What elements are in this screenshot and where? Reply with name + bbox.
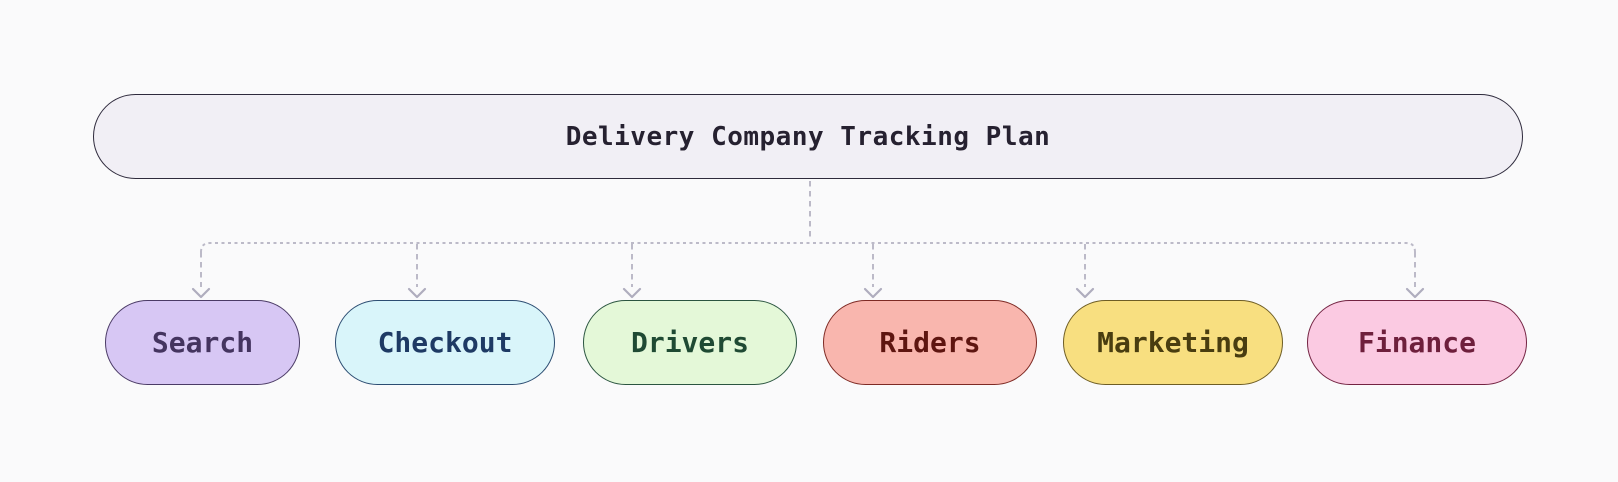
node-marketing-label: Marketing [1097,326,1249,359]
node-finance: Finance [1307,300,1527,385]
node-search: Search [105,300,300,385]
arrowhead-down-finance-icon [1405,287,1425,299]
node-riders-label: Riders [879,326,981,359]
node-checkout: Checkout [335,300,555,385]
arrowhead-down-riders-icon [863,287,883,299]
root-node: Delivery Company Tracking Plan [93,94,1523,179]
arrowhead-down-checkout-icon [407,287,427,299]
node-checkout-label: Checkout [377,326,513,359]
node-drivers: Drivers [583,300,797,385]
node-riders: Riders [823,300,1037,385]
node-drivers-label: Drivers [630,326,749,359]
arrowhead-down-search-icon [191,287,211,299]
node-finance-label: Finance [1357,326,1476,359]
arrowhead-down-drivers-icon [622,287,642,299]
root-node-label: Delivery Company Tracking Plan [565,121,1051,152]
node-search-label: Search [151,326,254,359]
arrowhead-down-marketing-icon [1075,287,1095,299]
connector-horizontal-rail [200,242,1416,253]
node-marketing: Marketing [1063,300,1283,385]
